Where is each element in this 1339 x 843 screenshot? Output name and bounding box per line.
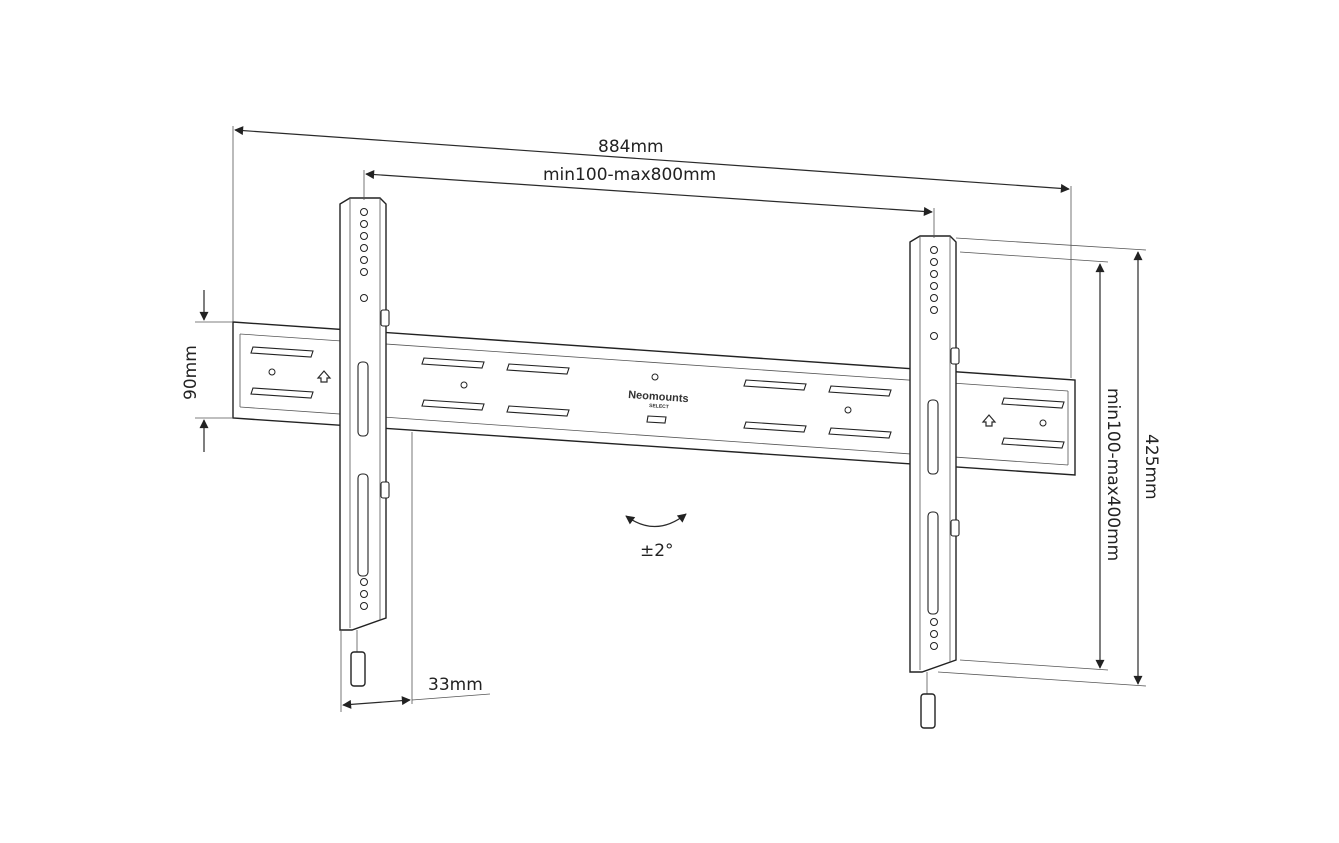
brand-name: Neomounts [628,389,689,405]
dim-overall-height [937,237,1147,687]
label-vesa-vertical: min100-max400mm [1103,388,1123,561]
label-vesa-horizontal: min100-max800mm [543,165,716,185]
right-tv-bracket [909,235,960,729]
arrow-up-icon [981,414,997,427]
label-wall-distance: 33mm [428,675,483,695]
right-bracket-holes-top [930,246,938,340]
dim-vesa-vertical [959,251,1109,671]
label-overall-height: 425mm [1141,434,1161,500]
label-tilt: ±2° [640,541,674,561]
dim-vesa-horizontal [363,170,935,238]
left-bracket-holes-bottom [360,578,368,610]
tilt-arrow-icon [625,513,687,528]
dim-wall-distance [340,432,491,712]
right-bracket-holes-bottom [930,618,938,650]
dim-rail-height [195,290,233,452]
wall-rail [232,321,1076,476]
left-bracket-holes-top [360,208,368,302]
label-rail-height: 90mm [181,345,201,400]
left-tv-bracket [339,197,390,687]
brand-sub: SELECT [649,403,669,410]
label-overall-width: 884mm [598,137,664,157]
arrow-up-icon [316,370,332,383]
